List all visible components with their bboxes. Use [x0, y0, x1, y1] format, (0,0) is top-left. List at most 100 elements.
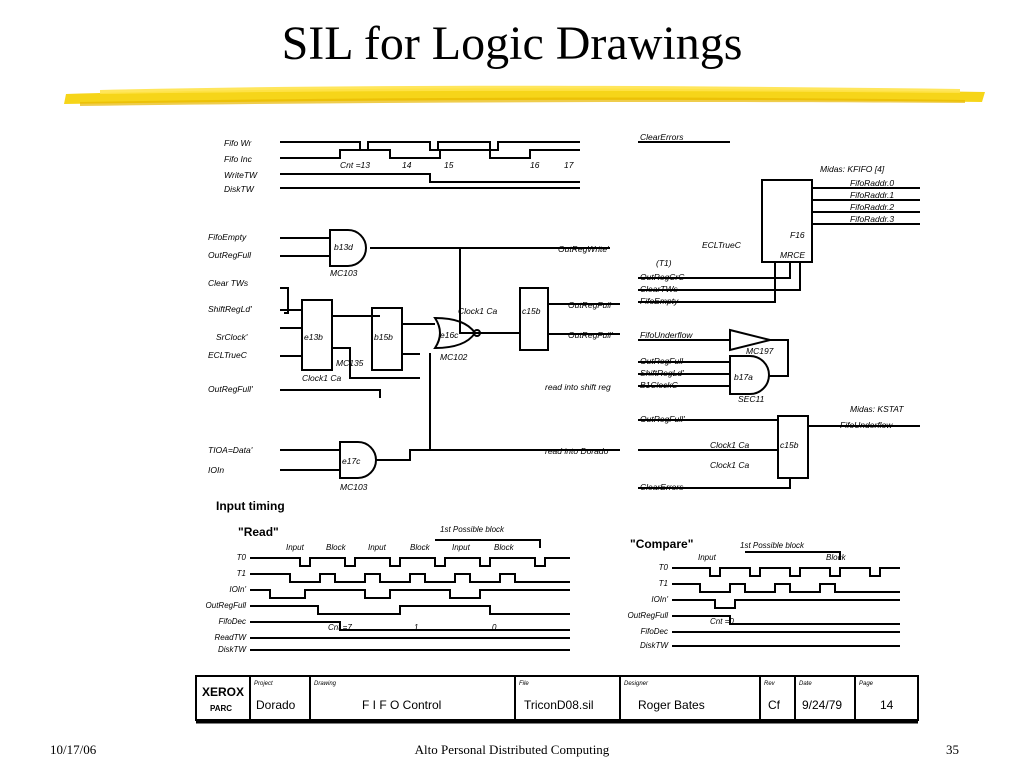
timing-signal-label: FifoDec	[218, 617, 246, 626]
signal-label: ClearErrors	[640, 132, 684, 142]
chip-label: MC102	[440, 352, 468, 362]
timing-marker: Input	[452, 543, 471, 552]
title-block-division: PARC	[210, 704, 232, 713]
timing-marker: Block	[826, 553, 847, 562]
chip-label: e17c	[342, 456, 361, 466]
clock-label: Clock1 Ca	[710, 460, 749, 470]
signal-label: ECLTrueC	[208, 350, 248, 360]
title-block-company: XEROX	[202, 685, 244, 699]
timing-title: Input timing	[216, 499, 285, 513]
signal-label: FifoEmpty	[208, 232, 247, 242]
title-block-page: 14	[880, 698, 894, 712]
signal-label: FifoRaddr.0	[850, 178, 894, 188]
signal-label: FifoRaddr.2	[850, 202, 894, 212]
read-title: "Read"	[238, 525, 279, 539]
timing-marker: Input	[698, 553, 717, 562]
chip-label: MC135	[336, 358, 364, 368]
timing-marker: Block	[326, 543, 347, 552]
chip-label: b13d	[334, 242, 353, 252]
chip-label: c15b	[780, 440, 799, 450]
compare-possible-label: 1st Possible block	[740, 541, 805, 550]
count-label: 17	[564, 160, 574, 170]
slide-title: SIL for Logic Drawings	[281, 17, 743, 70]
signal-label: FifoEmpty	[640, 296, 679, 306]
signal-label: TIOA=Data'	[208, 445, 253, 455]
output-label: OutRegWrite'	[558, 244, 609, 254]
count-label: 14	[402, 160, 412, 170]
timing-marker: Block	[410, 543, 431, 552]
signal-label: DiskTW	[224, 184, 255, 194]
title-block-header: Date	[799, 681, 812, 687]
signal-label: B1ClockC	[640, 380, 679, 390]
timing-signal-label: IOIn'	[229, 585, 246, 594]
signal-label: ClearErrors	[640, 482, 684, 492]
count-label: Cnt =13	[340, 160, 370, 170]
title-block-date: 9/24/79	[802, 698, 842, 712]
signal-label: IOIn	[208, 465, 224, 475]
output-label: read into Dorado	[545, 446, 609, 456]
timing-signal-label: FifoDec	[640, 627, 668, 636]
signal-label: OutRegFull'	[208, 384, 253, 394]
chip-label: e16c	[440, 330, 459, 340]
chip-label: SEC11	[738, 394, 765, 404]
signal-label: OutRegFull	[208, 250, 252, 260]
clock-label: Clock1 Ca	[458, 306, 497, 316]
signal-label: Midas: KSTAT	[850, 404, 904, 414]
timing-signal-label: OutRegFull	[628, 611, 669, 620]
chip-label: MC103	[340, 482, 368, 492]
signal-label: SrClock'	[216, 332, 248, 342]
timing-count: 1	[414, 623, 418, 632]
count-label: 16	[530, 160, 540, 170]
count-label: 15	[444, 160, 454, 170]
timing-signal-label: T1	[659, 579, 668, 588]
signal-label: FifoRaddr.1	[850, 190, 894, 200]
title-block-file: TriconD08.sil	[524, 698, 594, 712]
read-possible-label: 1st Possible block	[440, 525, 505, 534]
signal-label: ShiftRegLd'	[640, 368, 684, 378]
title-block-drawing: F I F O Control	[362, 698, 441, 712]
logic-drawing: Fifo Wr Fifo Inc WriteTW DiskTW Cnt =13 …	[195, 132, 920, 724]
signal-label: FifoUnderflow	[640, 330, 693, 340]
timing-marker: Block	[494, 543, 515, 552]
timing-marker: Input	[286, 543, 305, 552]
clock-label: Clock1 Ca	[710, 440, 749, 450]
clock-label: Clock1 Ca	[302, 373, 341, 383]
chip-label: e13b	[304, 332, 323, 342]
title-block-header: Page	[859, 681, 874, 687]
signal-label: Clear TWs	[208, 278, 249, 288]
title-block-header: Drawing	[314, 681, 337, 687]
compare-title: "Compare"	[630, 537, 693, 551]
timing-marker: Input	[368, 543, 387, 552]
title-block-header: Rev	[764, 681, 776, 687]
signal-label: ClearTWs	[640, 284, 679, 294]
signal-label: OutRegCrC	[640, 272, 685, 282]
footer-date: 10/17/06	[50, 742, 97, 757]
chip-label: b17a	[734, 372, 753, 382]
timing-signal-label: DiskTW	[218, 645, 247, 654]
footer-title: Alto Personal Distributed Computing	[414, 742, 610, 757]
chip-label: MRCE	[780, 250, 805, 260]
timing-signal-label: T0	[237, 553, 247, 562]
chip-label: MC103	[330, 268, 358, 278]
signal-label: OutRegFull	[640, 356, 684, 366]
output-label: read into shift reg	[545, 382, 611, 392]
output-label: OutRegFull'	[568, 330, 613, 340]
chip-label: MC197	[746, 346, 774, 356]
highlighter-stroke	[64, 85, 985, 106]
timing-count: Cnt =0	[710, 617, 734, 626]
chip-label: F16	[790, 230, 805, 240]
timing-signal-label: T1	[237, 569, 246, 578]
signal-label: ShiftRegLd'	[208, 304, 252, 314]
signal-label: Fifo Wr	[224, 138, 253, 148]
footer-page-number: 35	[946, 742, 959, 757]
signal-label: (T1)	[656, 258, 672, 268]
title-block-header: Designer	[624, 681, 649, 687]
signal-label: WriteTW	[224, 170, 258, 180]
output-label: OutRegFull	[568, 300, 612, 310]
timing-signal-label: ReadTW	[214, 633, 247, 642]
timing-signal-label: T0	[659, 563, 669, 572]
signal-label: FifoUnderflow	[840, 420, 893, 430]
timing-signal-label: OutRegFull	[206, 601, 247, 610]
signal-label: Fifo Inc	[224, 154, 253, 164]
timing-signal-label: DiskTW	[640, 641, 669, 650]
